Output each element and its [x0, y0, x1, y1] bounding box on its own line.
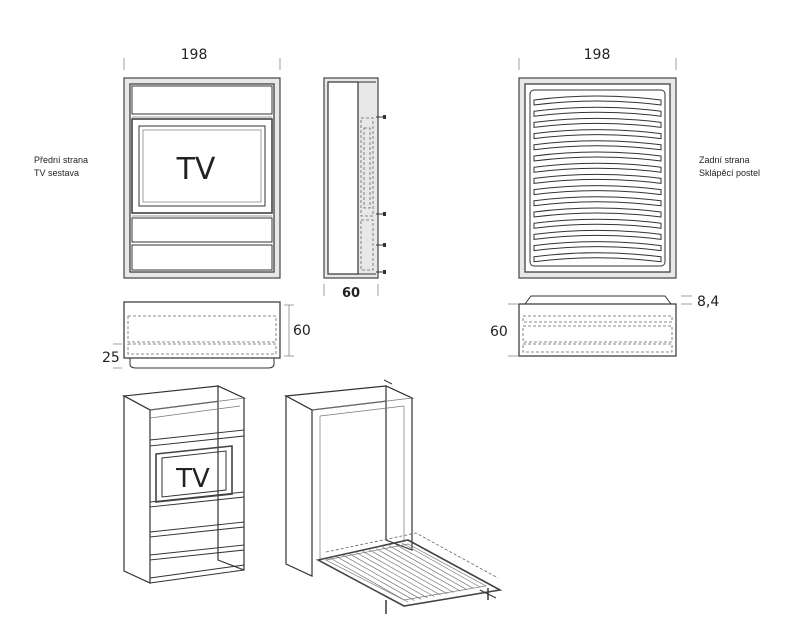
bed-slat	[533, 196, 662, 207]
bed-slat-iso	[362, 550, 441, 596]
front-caption-line1: Přední strana	[34, 155, 88, 165]
bed-slat	[533, 229, 662, 240]
side-depth-label: 60	[342, 286, 360, 301]
bed-slat-iso	[382, 546, 461, 592]
top-view-back: 60 8,4	[490, 294, 719, 357]
bed-slat-iso	[329, 557, 409, 603]
front-view: 198 TV	[123, 47, 281, 279]
front-width-label: 198	[181, 47, 208, 63]
back-caption-line1: Zadní strana	[699, 155, 750, 165]
bed-slat	[533, 95, 662, 106]
bed-slat	[533, 185, 662, 196]
front-caption-line2: TV sestava	[34, 168, 79, 178]
top-back-mattress-label: 8,4	[697, 294, 719, 310]
top-back-depth-label: 60	[490, 324, 508, 340]
side-view: 60	[323, 77, 386, 301]
top-front-inset-label: 25	[102, 350, 120, 366]
bed-slat-iso	[336, 556, 415, 601]
back-width-label: 198	[584, 47, 611, 63]
bed-slat-iso	[356, 552, 435, 597]
bed-slat	[533, 207, 662, 218]
tv-iso-label: TV	[175, 464, 210, 494]
bed-slat-iso	[369, 549, 448, 595]
bed-slats	[533, 95, 662, 263]
bed-slat	[533, 106, 662, 117]
bed-slat	[533, 218, 662, 229]
bed-slat-iso	[342, 554, 422, 600]
bed-slat	[533, 162, 662, 173]
back-view: 198	[518, 47, 677, 279]
iso-bed-unit	[283, 379, 503, 614]
bed-slat	[533, 117, 662, 128]
bed-slat-iso	[401, 542, 481, 588]
iso-tv-unit: TV	[122, 385, 247, 584]
bed-slat-iso	[395, 544, 474, 589]
bed-slats-iso	[329, 542, 481, 603]
top-front-depth-label: 60	[293, 323, 311, 339]
bed-slat-iso	[375, 548, 454, 593]
bed-slat-iso	[349, 553, 428, 599]
bed-slat	[533, 140, 662, 151]
bed-slat	[533, 151, 662, 162]
bed-slat	[533, 129, 662, 140]
tv-front-label: TV	[176, 152, 216, 187]
bed-slat	[533, 173, 662, 184]
bed-slat	[533, 241, 662, 252]
top-view-front: 60 25	[102, 301, 311, 369]
bed-slat	[533, 252, 662, 263]
bed-slat-iso	[388, 545, 468, 591]
back-caption-line2: Sklápěcí postel	[699, 168, 760, 178]
